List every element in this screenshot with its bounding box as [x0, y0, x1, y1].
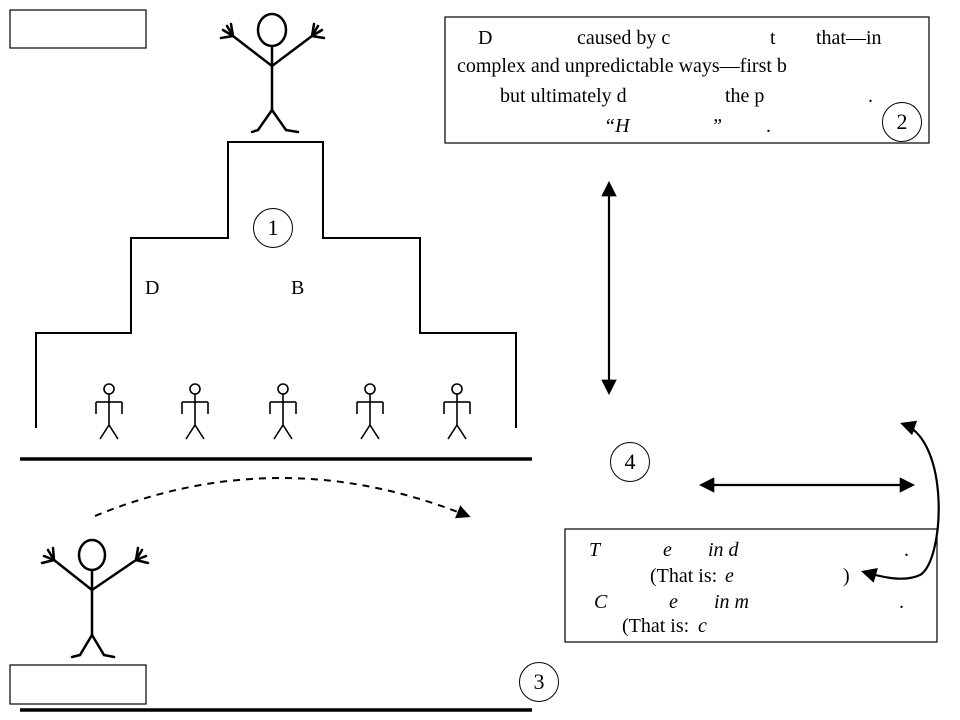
bottom-box-line3-part4: .	[899, 591, 904, 613]
bottom-right-text-box	[564, 528, 938, 643]
top-box-line1-part3: t	[770, 27, 776, 49]
top-box-line4-part1: “H	[604, 115, 630, 137]
top-box-line1-part4: that—in	[816, 27, 882, 49]
stepped-pyramid	[35, 141, 517, 428]
bottom-box-line2-part1: (That is:	[650, 565, 723, 587]
top-box-line3-part1: but ultimately d	[500, 85, 627, 107]
top-left-empty-box	[9, 9, 147, 49]
curved-return-arrow	[861, 420, 940, 583]
bottom-box-line4-part2: c	[698, 615, 707, 637]
bottom-box-line4-part1: (That is:	[622, 615, 695, 637]
dashed-arc-arrow	[94, 477, 471, 519]
top-box-line3-part2: the p	[725, 85, 765, 107]
left-step-label: D	[145, 277, 160, 299]
small-figure	[269, 383, 297, 440]
small-figure	[356, 383, 384, 440]
small-figures-row	[95, 383, 471, 440]
top-box-line4-part2: ”	[711, 115, 723, 137]
badge-middle: 4	[610, 442, 650, 482]
bottom-box-line3-part1: C	[594, 591, 608, 613]
top-box-line1-part2: caused by c	[577, 27, 671, 49]
small-figure	[181, 383, 209, 440]
bottom-box-line1-part4: .	[904, 539, 909, 561]
bottom-box-line2-part3: )	[843, 565, 850, 587]
bottom-box-line1-part1: T	[589, 539, 601, 561]
small-figure	[443, 383, 471, 440]
bottom-box-line1-part3: in d	[708, 539, 739, 561]
right-step-label: B	[291, 277, 305, 299]
top-box-line1-part1: D	[478, 27, 493, 49]
small-figure	[95, 383, 123, 440]
top-box-line2: complex and unpredictable ways—first b	[457, 55, 787, 77]
badge-bottom: 3	[519, 662, 559, 702]
badge-pyramid: 1	[253, 208, 293, 248]
bottom-box-line3-part3: in m	[714, 591, 749, 613]
top-leader-figure	[219, 12, 326, 134]
top-box-line3-part3: .	[868, 85, 873, 107]
bottom-box-line1-part2: e	[663, 539, 672, 561]
bottom-left-empty-box	[9, 664, 147, 705]
bottom-leader-figure	[40, 538, 150, 659]
top-right-text-box	[444, 16, 930, 144]
bottom-box-line3-part2: e	[669, 591, 678, 613]
badge-top-box: 2	[882, 102, 922, 142]
top-box-line4-part3: .	[766, 115, 771, 137]
bottom-box-line2-part2: e	[725, 565, 734, 587]
